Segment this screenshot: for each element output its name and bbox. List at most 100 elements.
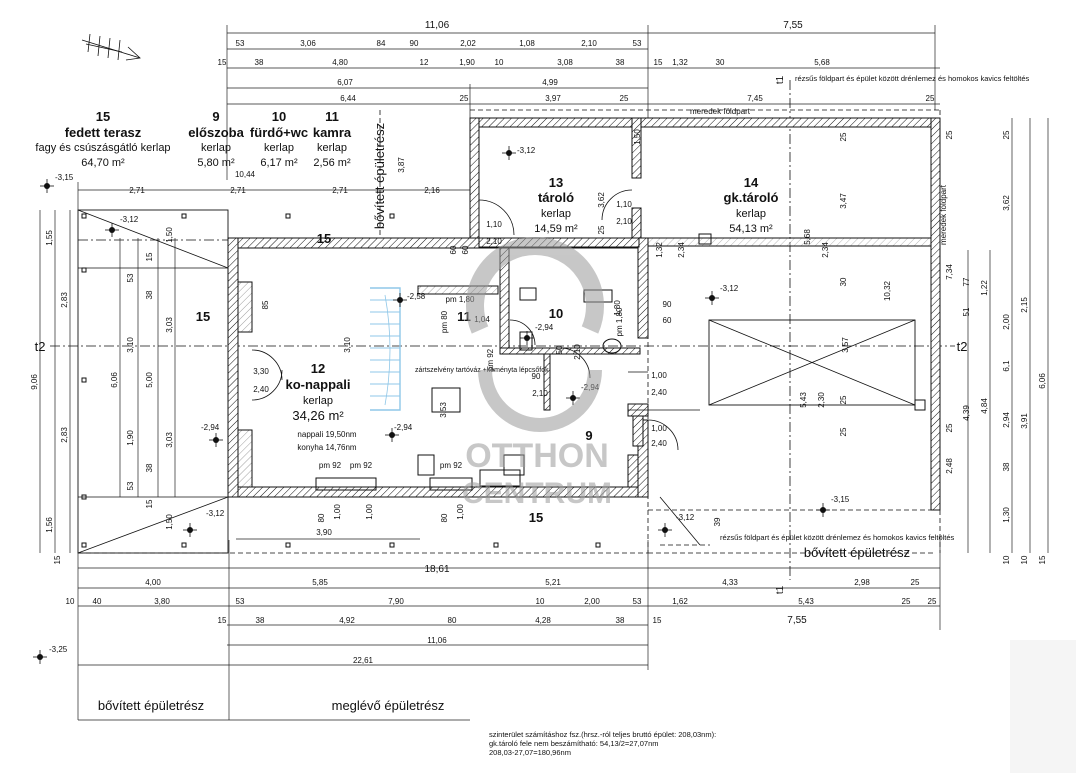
level-7: -2,94 [394,423,413,432]
dim-top-r2-10: 30 [716,58,725,67]
inner-dim-26: 2,40 [253,385,269,394]
dim-right-0: 25 [1002,130,1011,139]
level-2: -3,12 [517,146,536,155]
dim-top-r2-6: 3,08 [557,58,573,67]
terrace-outline [77,209,470,554]
level-marker-icon [209,433,223,447]
svg-text:12: 12 [311,361,325,376]
svg-text:kerlap: kerlap [736,208,766,220]
svg-text:kerlap: kerlap [201,142,231,154]
dim-right-12: 77 [962,277,971,286]
dim-top-r4-1: 25 [460,94,469,103]
svg-text:tároló: tároló [538,190,574,205]
area-calculation-note: szinterület számításhoz fsz.(hrsz.-ról t… [489,730,716,757]
inner-dim-10: 2,34 [821,242,830,258]
dim-top-r2-3: 12 [420,58,429,67]
svg-text:5,80 m²: 5,80 m² [197,157,235,169]
dim-left-5: 53 [126,273,135,282]
dim-left-18: 1,50 [165,514,174,530]
inner-dim-16: 60 [663,316,672,325]
dim-bottom-r1-3: 4,33 [722,578,738,587]
pm-2: pm 92 [440,461,463,470]
sill-5: 39 [713,517,722,526]
dim-terrace-4: 2,16 [424,186,440,195]
inner-dim-31: 2,30 [817,392,826,408]
dim-top-right-total: 7,55 [783,20,803,31]
pm-1: pm 92 [350,461,373,470]
svg-text:34,26 m²: 34,26 m² [292,408,344,423]
dim-right-6: 2,15 [1020,297,1029,313]
svg-text:ko-nappali: ko-nappali [285,377,350,392]
dim-top-r1-4: 2,02 [460,39,476,48]
dim-right-15: 10 [1002,555,1011,564]
note-line-2: gk.tároló fele nem beszámítható: 54,13/2… [489,739,658,748]
room-kamra-label: 11 kamra kerlap 2,56 m² [313,109,352,169]
level-marker-icon [393,293,407,307]
svg-text:13: 13 [549,175,563,190]
svg-text:6,17 m²: 6,17 m² [260,157,298,169]
dim-bottom-r2-3: 53 [236,597,245,606]
dim-bottom-r2-7: 53 [633,597,642,606]
sill-4: 1,00 [456,504,465,520]
label-meredek-right: meredek földpart [939,184,948,245]
label-rezsus-bottom: rézsűs földpart és épület között drénlem… [720,533,955,542]
label-meglevo-bottom: meglévő épületrész [332,698,445,713]
watermark-line2: CENTRUM [462,477,612,510]
dim-right-7: 2,00 [1002,314,1011,330]
inner-dimensions: 1,10 2,10 1,10 2,10 3,62 60 60 1,32 2,34… [253,129,954,448]
dim-bottom-r3-4: 4,28 [535,616,551,625]
dim-bottom-r2-1: 40 [93,597,102,606]
svg-text:konyha 14,76nm: konyha 14,76nm [297,443,356,452]
dim-terrace-0: 2,71 [129,186,145,195]
dim-top-r4-5: 25 [926,94,935,103]
otthon-centrum-watermark-logo: OTTHON CENTRUM [462,237,612,510]
dim-top-r1-6: 2,10 [581,39,597,48]
inner-dim-32: 3,57 [841,337,850,353]
dim-right-14: 38 [1002,462,1011,471]
level-marker-icon [502,146,516,160]
svg-text:14: 14 [744,175,759,190]
dim-left-4: 1,56 [45,517,54,533]
dim-right-17: 10 [1020,555,1029,564]
level-marker-icon [385,428,399,442]
level-marker-icon [183,523,197,537]
room-eloszoba-label: 9 előszoba kerlap 5,80 m² [188,109,244,169]
dim-right-20: 15 [1038,555,1047,564]
dim-terrace-2: 10,44 [235,170,256,179]
pm-5: pm 1,80 [615,307,624,336]
inner-dim-40: 1,50 [633,129,642,145]
right-dimension-lines [967,118,1049,553]
svg-text:11: 11 [325,109,339,124]
inner-dim-37: 25 [945,130,954,139]
dim-left-7: 3,10 [126,337,135,353]
svg-text:kamra: kamra [313,125,352,140]
dim-top-r2-11: 5,68 [814,58,830,67]
level-marker-icon [40,179,54,193]
dim-bottom-door: 3,90 [316,528,332,537]
dim-bottom-r2-8: 1,62 [672,597,688,606]
inner-dim-19: 90 [532,372,541,381]
dim-right-4: 6,06 [1038,373,1047,389]
dim-right-18: 2,48 [945,458,954,474]
watermark-line1: OTTHON [465,437,609,475]
svg-text:kerlap: kerlap [317,142,347,154]
sill-1: 1,00 [333,504,342,520]
dim-right-10: 2,94 [1002,412,1011,428]
level-12: -3,25 [49,645,68,654]
dim-left-12: 3,03 [165,317,174,333]
svg-text:54,13 m²: 54,13 m² [729,223,773,235]
section-t2-right: t2 [957,339,968,354]
dim-bottom-r1-2: 5,21 [545,578,561,587]
level-3: -3,12 [720,284,739,293]
level-8: -2,94 [535,323,554,332]
inner-dim-8: 2,34 [677,242,686,258]
left-dimension-lines [39,210,176,553]
dim-top-r1-0: 53 [236,39,245,48]
room-num-10: 10 [549,306,563,321]
inner-dim-0: 1,10 [486,220,502,229]
dim-bottom-mid: 11,06 [427,636,447,645]
north-arrow-icon [81,33,141,61]
dim-bottom-r1-4: 2,98 [854,578,870,587]
svg-text:fedett terasz: fedett terasz [65,125,142,140]
room-num-9: 9 [585,428,592,443]
